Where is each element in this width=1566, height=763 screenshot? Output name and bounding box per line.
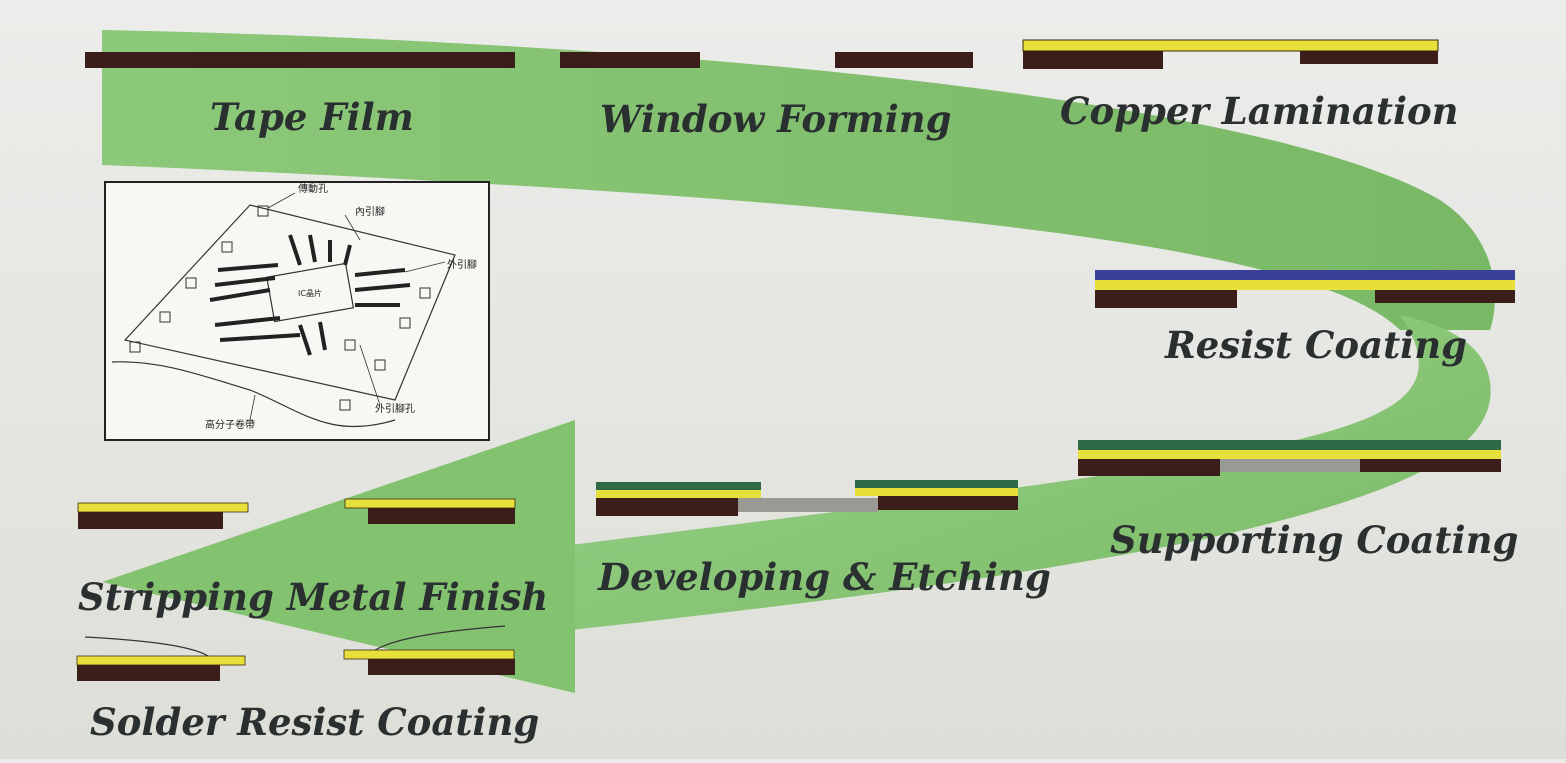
- stage-label-supporting-coating: Supporting Coating: [1110, 518, 1518, 562]
- copper-layer: [1022, 39, 1439, 52]
- tab-tape-inset: 傳動孔 內引腳 外引腳 IC晶片 外引腳孔 高分子卷帶: [104, 181, 490, 441]
- inset-label-ic-chip: IC晶片: [298, 288, 322, 298]
- tab-tape-drawing: [111, 192, 456, 428]
- developing-copper-left: [596, 490, 761, 498]
- copper-lamination-base-right: [1300, 51, 1438, 64]
- stage-tape-film: Tape Film: [85, 52, 515, 139]
- window-forming-base-left: [560, 52, 700, 68]
- supporting-coating-base-right: [1360, 459, 1501, 472]
- stage-label-window-forming: Window Forming: [600, 97, 952, 141]
- stage-solder-resist-coating: Solder Resist Coating: [76, 625, 539, 744]
- resist-coating-copper-layer: [1095, 280, 1515, 290]
- developing-support-left: [596, 482, 761, 490]
- developing-window: [738, 498, 878, 512]
- solder-copper-left: [76, 655, 246, 666]
- supporting-coating-window: [1220, 459, 1360, 472]
- inset-label-outer-lead: 外引腳: [447, 259, 477, 271]
- solder-copper-right: [343, 649, 515, 660]
- stripping-base-left: [78, 512, 223, 529]
- stage-label-resist-coating: Resist Coating: [1164, 323, 1467, 367]
- supporting-coating-base-left: [1078, 459, 1220, 476]
- stripping-base-right: [368, 508, 515, 524]
- stage-label-copper-lamination: Copper Lamination: [1060, 89, 1459, 133]
- window-forming-base-right: [835, 52, 973, 68]
- solder-base-right: [368, 659, 515, 675]
- resist-coating-base-right: [1375, 290, 1515, 303]
- stage-label-tape-film: Tape Film: [210, 95, 414, 139]
- flow-arrow-top-band: [102, 30, 1495, 330]
- developing-copper-right: [855, 488, 1018, 496]
- resist-layer: [1095, 270, 1515, 280]
- developing-base-left: [596, 498, 738, 516]
- copper-lamination-base-left: [1023, 51, 1163, 69]
- stage-copper-lamination: Copper Lamination: [1022, 39, 1459, 133]
- flow-arrow-return-band: [570, 315, 1491, 630]
- stage-resist-coating: Resist Coating: [1095, 270, 1515, 367]
- stage-label-developing-etching: Developing & Etching: [597, 555, 1051, 599]
- solder-base-left: [77, 665, 220, 681]
- supporting-coating-copper-layer: [1078, 450, 1501, 459]
- developing-support-right: [855, 480, 1018, 488]
- supporting-layer: [1078, 440, 1501, 450]
- inset-label-outer-lead-hole: 外引腳孔: [375, 403, 415, 415]
- stage-label-stripping-metal-finish: Stripping Metal Finish: [78, 575, 548, 619]
- inset-label-inner-lead: 內引腳: [355, 206, 385, 218]
- stage-window-forming: Window Forming: [560, 52, 973, 141]
- inset-label-sprocket-hole: 傳動孔: [298, 182, 328, 195]
- stage-supporting-coating: Supporting Coating: [1078, 440, 1518, 562]
- stripping-copper-left: [77, 502, 249, 513]
- developing-base-right: [878, 496, 1018, 510]
- tape-film-base-layer: [85, 52, 515, 68]
- stage-stripping-metal-finish: Stripping Metal Finish: [77, 498, 548, 619]
- stripping-copper-right: [344, 498, 516, 509]
- flow-arrow-head: [102, 420, 575, 693]
- inset-label-polymer-tape: 高分子卷帶: [205, 418, 255, 431]
- stage-developing-etching: Developing & Etching: [596, 480, 1051, 599]
- stage-label-solder-resist-coating: Solder Resist Coating: [90, 700, 539, 744]
- flow-arrow: [102, 30, 1495, 693]
- resist-coating-base-left: [1095, 290, 1237, 308]
- solder-resist-curve-left: [84, 636, 209, 657]
